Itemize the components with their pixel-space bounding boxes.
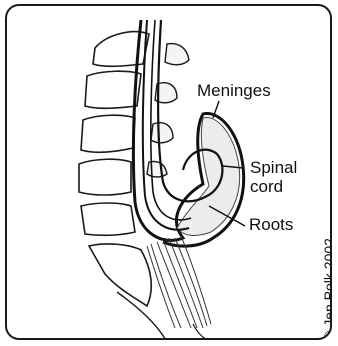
label-spinal-cord: Spinal cord [250,158,297,196]
vertebrae [79,32,151,306]
vertebra-2 [85,71,141,108]
tail-end [193,324,207,340]
nerve-roots [147,236,211,328]
figure-frame: Meninges Spinal cord Roots © Jen Polk 20… [5,4,332,340]
vertebra-4 [79,159,131,195]
sacrum [89,244,151,306]
copyright-credit: © Jen Polk 2002 [321,238,332,340]
label-spinal-cord-line2: cord [250,177,297,196]
vertebral-processes [147,44,189,177]
vertebra-3 [81,115,135,152]
vertebra-5 [81,203,135,235]
label-spinal-cord-line1: Spinal [250,158,297,177]
label-meninges: Meninges [197,81,271,100]
label-roots: Roots [249,215,293,234]
